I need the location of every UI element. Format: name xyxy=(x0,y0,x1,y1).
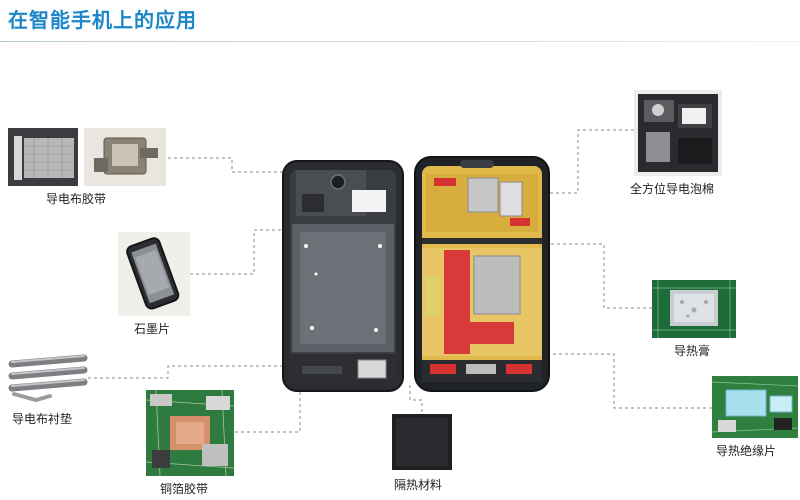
label-copper-foil-tape: 铜箔胶带 xyxy=(160,482,209,496)
label-thermal-insulating-sheet: 导热绝缘片 xyxy=(716,444,777,458)
phone-back-shielding-image xyxy=(414,156,550,392)
omnidirectional-conductive-foam-image xyxy=(634,90,722,176)
leader-conductive-fabric-tape xyxy=(168,157,290,173)
label-omnidirectional-conductive-foam: 全方位导电泡棉 xyxy=(630,182,715,196)
label-conductive-fabric-tape: 导电布胶带 xyxy=(46,192,107,206)
thermal-insulating-sheet-image xyxy=(712,376,798,438)
conductive-fabric-tape-image-1 xyxy=(8,128,78,186)
title-divider xyxy=(0,41,800,42)
leader-graphite-sheet xyxy=(190,229,290,275)
label-thermal-paste: 导热膏 xyxy=(674,344,711,358)
thermal-insulation-material-image xyxy=(390,412,454,472)
conductive-fabric-gasket-image xyxy=(6,350,88,404)
label-conductive-fabric-gasket: 导电布衬垫 xyxy=(12,412,73,426)
conductive-fabric-tape-image-2 xyxy=(84,128,166,186)
leader-thermal-insulating-sheet xyxy=(545,353,712,409)
label-graphite-sheet: 石墨片 xyxy=(134,322,171,336)
label-thermal-insulation-material: 隔热材料 xyxy=(394,478,443,492)
phone-front-frame-image xyxy=(282,160,404,392)
leader-thermal-insulation xyxy=(409,382,423,412)
leader-thermal-paste xyxy=(545,243,652,309)
leader-conductive-fabric-gasket xyxy=(88,365,290,379)
leader-omni-foam xyxy=(545,129,634,194)
thermal-paste-image xyxy=(652,280,736,338)
slide-title: 在智能手机上的应用 xyxy=(8,8,197,32)
copper-foil-tape-image xyxy=(146,390,234,476)
leader-copper-foil-tape xyxy=(235,392,301,433)
graphite-sheet-image xyxy=(118,232,190,316)
